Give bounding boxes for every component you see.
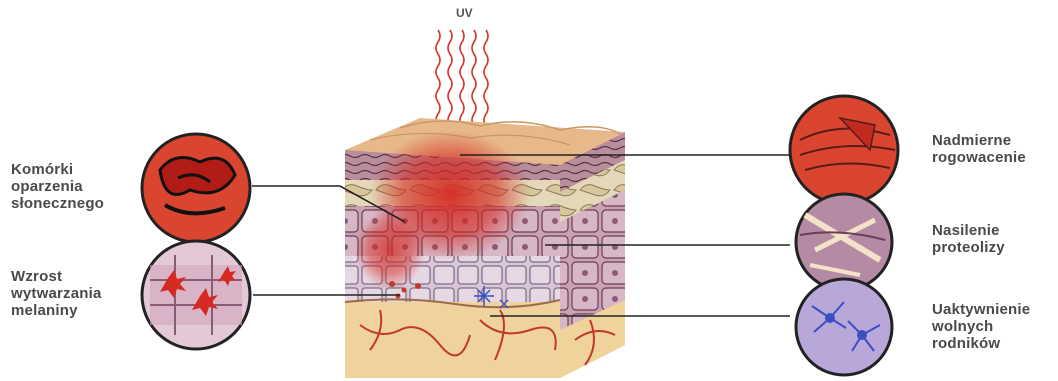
- zoom-circle-sunburn: [142, 134, 250, 242]
- zoom-circle-proteolysis: [796, 194, 892, 290]
- label-melanin: Wzrost wytwarzania melaniny: [11, 268, 102, 319]
- skin-block-side: [560, 132, 625, 378]
- zoom-circle-melanin: [142, 241, 250, 349]
- label-proteolysis: Nasilenie proteolizy: [932, 222, 1005, 256]
- label-sunburn-cells: Komórki oparzenia słonecznego: [11, 161, 104, 212]
- label-hyperkeratosis: Nadmierne rogowacenie: [932, 132, 1026, 166]
- zoom-circle-free-radicals: [796, 279, 892, 375]
- zoom-circle-hyperkeratosis: [790, 96, 898, 204]
- label-free-radicals: Uaktywnienie wolnych rodników: [932, 301, 1030, 352]
